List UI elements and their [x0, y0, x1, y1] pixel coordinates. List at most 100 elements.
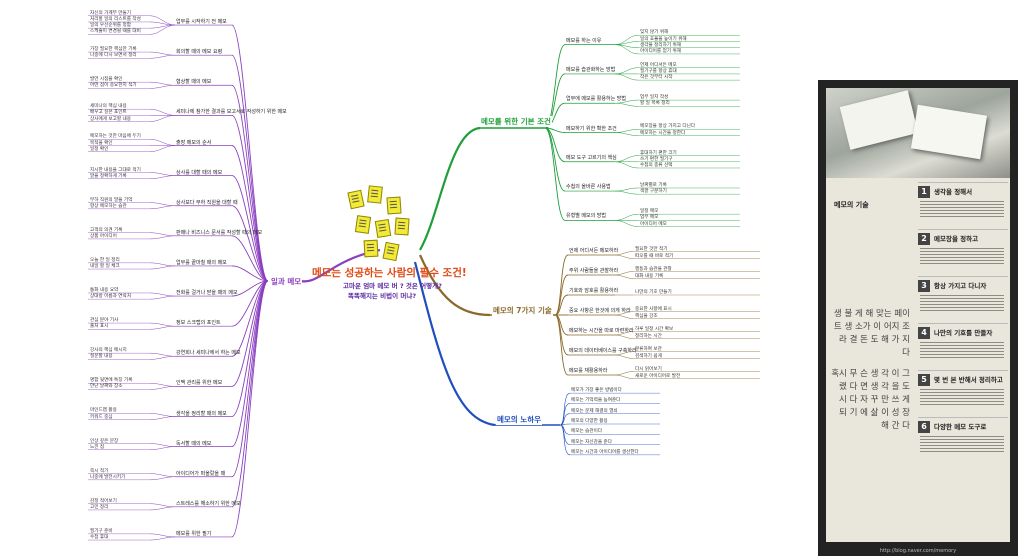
item-edge-brown [614, 314, 634, 319]
group-label-brown: 메모를 재활용하라 [569, 368, 608, 374]
poster-step-title: 항상 가지고 다니자 [934, 282, 987, 290]
item-label-left: 오늘 한 일 정리 [90, 257, 120, 263]
item-edge-left [149, 81, 176, 86]
item-edge-left [149, 295, 176, 300]
item-edge-left [149, 205, 176, 210]
group-label-brown: 중요 사항은 한것에 의게 하라 [569, 308, 631, 314]
branch-edge-blue [413, 261, 496, 427]
item-edge-left [149, 536, 176, 541]
group-edge-left [231, 235, 269, 282]
branch-label-left: 일과 메모 [270, 276, 303, 287]
item-label-left: 상대방 이름과 연락처 [90, 294, 131, 300]
poster-step-number: 2 [918, 233, 930, 245]
group-label-green: 메모하기 위한 확한 조건 [566, 125, 617, 132]
group-label-left: 회의할 때의 메모 요령 [176, 49, 223, 56]
item-edge-green [614, 220, 639, 227]
item-label-green: 할 일 목록 정리 [640, 101, 670, 107]
item-label-left: 느낀 점 [90, 444, 105, 450]
item-label-green: 언제 어디서든 메모 [640, 62, 677, 68]
item-label-green: 업무 메모 [640, 215, 659, 221]
item-label-left: 자신의 가계부 만들기 [90, 10, 131, 16]
group-edge-green [544, 127, 566, 221]
poster-step-title: 메모장을 정하고 [934, 235, 979, 243]
item-label-left: 세미나의 핵심 내용 [90, 104, 127, 110]
item-edge-left [149, 325, 176, 330]
branch-label-blue: 메모의 노하우 [496, 414, 543, 425]
item-edge-green [614, 187, 639, 192]
poster-step-title: 나만의 기호를 만들자 [934, 329, 993, 337]
item-label-left: 어떤 점이 중요한지 적기 [90, 83, 137, 89]
group-edge-left [231, 175, 269, 282]
item-label-blue: 메모의 다양한 활용 [571, 419, 608, 424]
item-label-brown: 새로운 아이디어로 발전 [635, 373, 681, 379]
item-label-brown: 정리하는 시간 [635, 333, 662, 339]
item-edge-green [614, 161, 639, 169]
group-label-green: 수첩의 올바른 사용법 [566, 184, 611, 191]
item-edge-left [149, 145, 176, 152]
group-edge-left [231, 280, 269, 478]
item-edge-left [149, 51, 176, 56]
item-edge-left [149, 533, 176, 538]
item-label-left: 인상 깊은 문장 [90, 438, 119, 444]
group-label-left: 스트레스를 해소하기 위한 메모 [176, 500, 241, 507]
group-label-left: 업무를 끝마칠 때의 메모 [176, 259, 227, 266]
poster-left-column: 메모의 기술 [834, 192, 918, 210]
item-label-green: 휴대하기 편한 크기 [640, 150, 677, 156]
item-label-left: 나중에 다시 보면서 정리 [90, 53, 137, 59]
group-edge-left [231, 84, 269, 282]
item-edge-left [149, 139, 176, 146]
poster-paper: 메모의 기술 생 불 게 해 맞는 페이트 생 소가 이 어지 조 라 결 돈 … [826, 178, 1010, 542]
group-edge-left [231, 145, 269, 282]
item-label-green: 일의 효율을 높이기 위해 [640, 36, 687, 42]
item-label-left: 나중에 발전시키기 [90, 474, 126, 480]
item-label-green: 색깔 구분하기 [640, 189, 667, 195]
item-label-left: 처리할 일의 리스트를 작성 [90, 16, 141, 22]
group-edge-brown [554, 314, 569, 376]
center-title: 메모는 성공하는 사람의 필수 조건! [312, 267, 467, 279]
poster-step-number: 6 [918, 421, 930, 433]
group-edge-green [544, 127, 566, 192]
group-edge-left [231, 265, 269, 282]
item-label-brown: 하루 일정 시간 확보 [635, 326, 674, 332]
item-edge-left [149, 232, 176, 237]
poster-step-title: 생각을 정해서 [934, 188, 973, 196]
group-label-green: 메모를 습관화하는 방법 [566, 66, 616, 73]
item-label-left: 지시한 내용을 그대로 적기 [90, 167, 141, 173]
item-edge-brown [614, 374, 634, 379]
branch-edge-brown [418, 254, 491, 317]
item-label-green: 메모하는 시간을 정한다 [640, 130, 686, 136]
group-edge-brown [554, 274, 569, 316]
group-label-left: 인맥 관리를 위한 메모 [176, 380, 223, 387]
group-label-left: 생각을 정리할 때의 메모 [176, 410, 227, 417]
item-label-green: 아이디어를 얻기 위해 [640, 48, 681, 54]
item-label-left: 일의 우선순위를 정함 [90, 23, 131, 29]
item-edge-left [149, 446, 176, 450]
item-edge-left [149, 108, 176, 116]
group-label-left: 아이디어가 떠올랐을 때 [176, 470, 226, 477]
poster-step-text [920, 387, 1004, 407]
item-edge-left [149, 54, 176, 59]
poster-small-title: 메모의 기술 [834, 201, 869, 209]
poster-quote: 생 불 게 해 맞는 페이트 생 소가 이 어지 조 라 결 돈 도 해 가 지… [833, 309, 910, 358]
item-label-brown: 핵심을 강조 [635, 313, 658, 319]
item-edge-left [149, 175, 176, 179]
item-edge-blue [559, 424, 571, 456]
item-label-blue: 메모는 자신감을 준다 [571, 439, 612, 445]
item-label-left: 관심 분야 기사 [90, 318, 119, 324]
item-edge-left [149, 503, 176, 508]
item-label-brown: 행동과 습관을 관찰 [635, 266, 672, 272]
item-label-brown: 중요한 사항에 표시 [635, 306, 672, 312]
group-label-green: 업무에 메모를 활용하는 방법 [566, 96, 626, 103]
group-edge-brown [554, 254, 569, 316]
item-edge-green [614, 213, 639, 221]
item-edge-left [149, 24, 176, 35]
item-label-brown: 분류하여 보관 [635, 346, 662, 352]
item-label-left: 스케줄이 변경될 때를 대비 [90, 29, 141, 35]
branch-label-brown: 메모의 7가지 기술 [492, 305, 553, 316]
item-label-left: 목적을 확인 [90, 140, 113, 146]
item-label-left: 출처 표시 [90, 324, 109, 330]
